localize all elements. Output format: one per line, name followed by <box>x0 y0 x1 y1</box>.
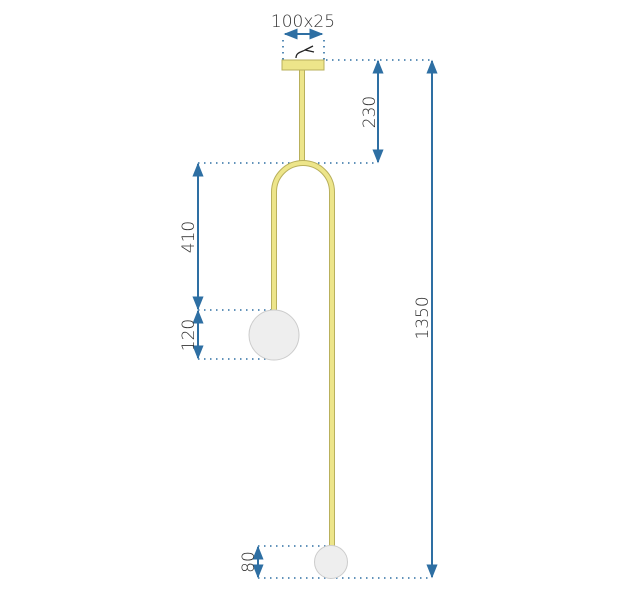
large-globe-dimension-label: 120 <box>179 319 199 351</box>
extension-lines <box>198 40 432 579</box>
u-arm <box>272 161 334 548</box>
total-height-dimension-label: 1350 <box>413 296 433 339</box>
large-globe <box>248 309 300 361</box>
dimension-arrows <box>192 28 438 579</box>
small-globe <box>314 545 348 579</box>
lamp <box>248 59 348 579</box>
cable-icon <box>295 45 315 59</box>
small-globe-dimension-label: 80 <box>239 551 259 573</box>
arm-dimension-label: 410 <box>179 221 199 253</box>
stem-dimension-label: 230 <box>360 96 380 128</box>
canopy <box>281 59 325 71</box>
canopy-dimension-label: 100x25 <box>271 12 335 32</box>
canopy-width-extension <box>282 40 325 60</box>
